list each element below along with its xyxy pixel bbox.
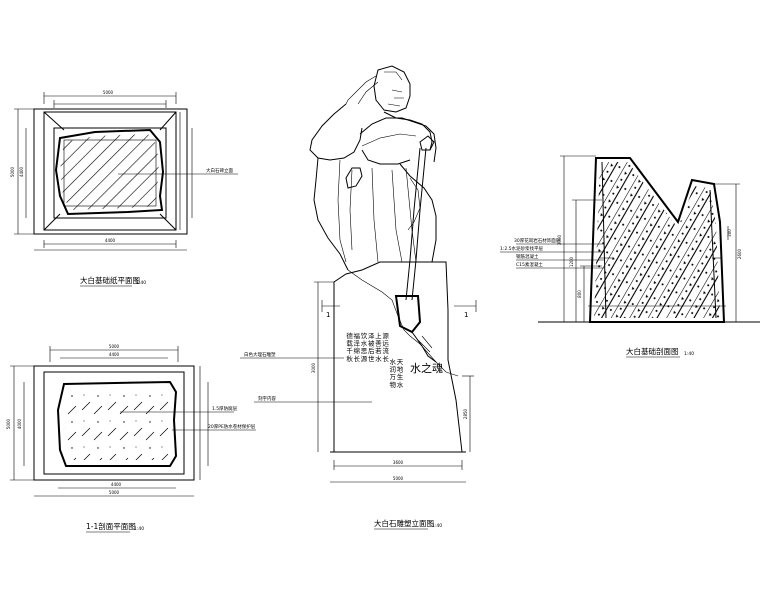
plan-bottom-dim-top-inner: 4400 [109,352,120,357]
inscription-char: 源 [361,354,368,363]
elevation-annotation-2: 刻字内容 [258,395,276,402]
inscription-char: 载 [346,339,353,348]
section-annotation-2: 1:2.5水泥砂浆找平层 [500,245,544,252]
section-scale: 1:40 [684,351,694,357]
inscription-char: 万 [390,373,397,381]
inscription-char: 地 [397,365,404,374]
inscription-char: 秋 [346,354,353,363]
statue-elevation: 1 1 3000 2850 3600 5000 白色大理石雕塑 刻字内容 水之魂… [240,65,477,530]
foundation-section: 3000 1200 800 2600 300 30厚花岗岩石材饰面层 1:2.5… [500,155,760,358]
inscription-char: 流 [382,346,389,355]
elevation-dim-right: 2850 [463,408,468,419]
inscription-char: 福 [354,331,361,340]
inscription-char: 绵 [354,346,361,355]
section-dim-left-1: 3000 [557,234,562,245]
inscription-char: 润 [390,365,397,374]
inscription-char: 千 [346,346,353,355]
inscription-char: 善 [375,339,382,348]
section-caption: 大白基础剖面图 [626,346,679,356]
plan-bottom-scale: 1:40 [134,526,144,532]
inscription-char: 长 [354,354,361,363]
elevation-dim-bottom-outer: 5000 [393,476,404,481]
inscription-char: 被 [368,339,375,348]
plan-top-annotation: 大白石碑立面 [206,167,233,174]
elevation-dim-height: 3000 [311,362,316,373]
inscription-char: 天 [397,358,404,366]
inscription-char: 水 [361,339,368,348]
plan-bottom-dim-left-inner: 4000 [17,418,22,429]
plan-top-dim-bottom: 4400 [105,238,116,243]
section-mark-right: 1 [464,311,468,319]
statue-figure [309,65,437,363]
inscription-char: 水 [397,380,404,389]
plan-bottom-view: 5000 4400 5000 4000 4400 5000 1.5厚防腐层 20… [6,344,256,533]
inscription-char: 泽 [368,332,375,340]
stone-title: 水之魂 [410,361,443,375]
section-annotation-3: 钢筋混凝土 [516,253,539,260]
inscription-char: 泽 [354,340,361,348]
inscription-char: 世 [368,354,375,363]
section-dim-left-3: 800 [577,290,582,298]
section-dim-right-2: 300 [727,229,732,237]
inscription-char: 物 [390,380,397,389]
plan-bottom-dim-top: 5000 [109,344,120,349]
plan-top-dim-left-inner: 4400 [19,166,24,177]
plan-bottom-annotation-2: 20厚PE防水卷材保护层 [208,423,256,430]
section-annotation-1: 30厚花岗岩石材饰面层 [514,237,561,244]
inscription-char: 水 [375,354,382,363]
section-mark-left: 1 [326,311,330,319]
inscription-char: 上 [375,331,382,340]
plan-top-scale: 1:40 [136,280,146,286]
inscription-char: 思 [361,347,368,355]
plan-top-caption: 大白基础纸平面图 [80,275,140,285]
elevation-dim-bottom-inner: 3600 [393,460,404,465]
plan-bottom-dim-left-outer: 5000 [6,418,11,429]
inscription-char: 水 [390,357,397,366]
inscription-char: 源 [382,331,389,340]
elevation-annotation-1: 白色大理石雕塑 [244,351,276,358]
section-dim-right-1: 2600 [737,248,742,259]
inscription-char: 远 [382,340,389,348]
inscription-char: 饮 [361,331,368,340]
inscription-char: 生 [397,372,404,381]
section-dim-left-2: 1200 [569,256,574,267]
plan-bottom-caption: 1-1剖面平面图 [86,521,136,531]
plan-top-dim-left-outer: 5000 [10,166,15,177]
inscription-char: 若 [375,346,382,355]
inscription-char: 后 [368,346,375,355]
plan-bottom-dim-bottom-outer: 5000 [109,490,120,495]
plan-bottom-annotation-1: 1.5厚防腐层 [212,405,238,412]
section-annotation-4: C15素混凝土 [516,261,543,268]
inscription-char: 长 [382,354,389,363]
inscription-char: 德 [346,331,353,340]
plan-bottom-dim-bottom: 4400 [111,482,122,487]
plan-top-view: 5000 5000 4400 4400 大白石碑立面 [10,90,238,287]
plan-top-dim-top: 5000 [103,90,114,95]
elevation-caption: 大白石雕塑立面图 [374,518,434,528]
elevation-scale: 1:40 [432,523,442,529]
